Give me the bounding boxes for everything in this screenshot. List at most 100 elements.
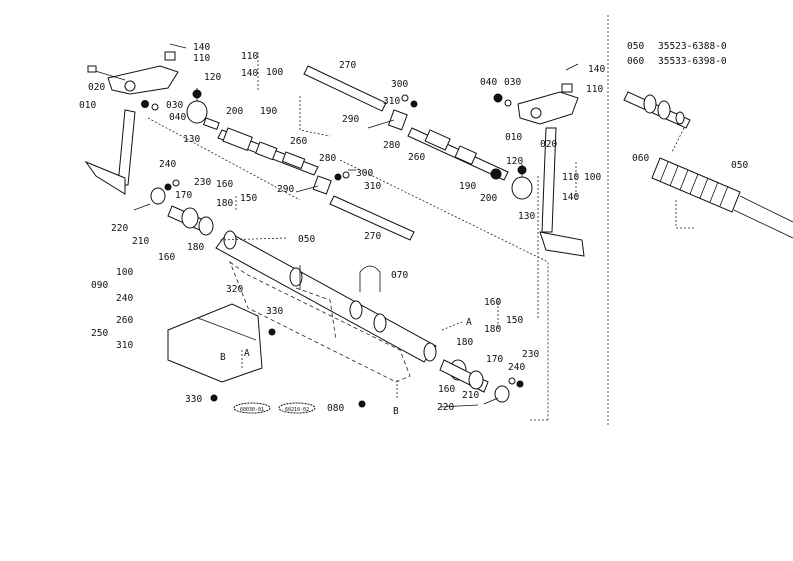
adjusting-rod-270-lower <box>329 195 415 241</box>
u-bolt-070 <box>359 265 381 292</box>
callout-090: 090 <box>91 280 108 291</box>
callout-180: 180 <box>484 324 501 335</box>
cylinder-guard-320 <box>167 303 366 408</box>
callout-250: 250 <box>91 328 108 339</box>
callout-A: A <box>244 348 250 359</box>
callout-130: 130 <box>518 211 535 222</box>
callout-050: 050 <box>298 234 315 245</box>
right-cylinder-end <box>439 359 524 405</box>
callout-130: 130 <box>183 134 200 145</box>
callout-180: 180 <box>456 337 473 348</box>
callout-B: B <box>393 406 399 417</box>
left-cylinder-end <box>133 179 214 236</box>
clamp-280-right <box>367 94 418 131</box>
callout-140: 140 <box>193 42 210 53</box>
callout-310: 310 <box>116 340 133 351</box>
legend-part-number: 35523-6388-0 <box>658 41 727 52</box>
callout-030: 030 <box>166 100 183 111</box>
inset-steering-boot <box>623 91 793 239</box>
callout-030: 030 <box>504 77 521 88</box>
callout-190: 190 <box>459 181 476 192</box>
callout-240: 240 <box>159 159 176 170</box>
callout-290: 290 <box>342 114 359 125</box>
callout-brackets <box>235 52 577 328</box>
callout-160: 160 <box>438 384 455 395</box>
legend-ref: 060 <box>627 56 644 67</box>
stamp-right-text: 60210-02 <box>285 407 309 413</box>
callout-240: 240 <box>116 293 133 304</box>
callout-300: 300 <box>356 168 373 179</box>
callout-040: 040 <box>169 112 186 123</box>
callout-270: 270 <box>339 60 356 71</box>
callout-070: 070 <box>391 270 408 281</box>
callout-170: 170 <box>486 354 503 365</box>
callout-110: 110 <box>562 172 579 183</box>
callout-100: 100 <box>116 267 133 278</box>
callout-labels: 140 110 110 140 100 020 120 010 030 040 … <box>79 42 748 417</box>
left-nut-030 <box>141 100 159 111</box>
callout-100: 100 <box>584 172 601 183</box>
right-knuckle-arm <box>493 63 585 257</box>
callout-160: 160 <box>484 297 501 308</box>
stamp-left-text: 60030-01 <box>240 407 264 413</box>
callout-300: 300 <box>391 79 408 90</box>
left-tie-rod-end <box>186 88 220 131</box>
callout-240: 240 <box>508 362 525 373</box>
callout-230: 230 <box>194 177 211 188</box>
callout-150: 150 <box>506 315 523 326</box>
callout-260: 260 <box>290 136 307 147</box>
callout-010: 010 <box>79 100 96 111</box>
callout-140: 140 <box>562 192 579 203</box>
callout-B: B <box>220 352 226 363</box>
callout-040: 040 <box>480 77 497 88</box>
callout-220: 220 <box>111 223 128 234</box>
clamp-280-left <box>295 171 350 195</box>
callout-200: 200 <box>480 193 497 204</box>
callout-020: 020 <box>540 139 557 150</box>
callout-050: 050 <box>731 160 748 171</box>
callout-100: 100 <box>266 67 283 78</box>
callout-280: 280 <box>383 140 400 151</box>
callout-200: 200 <box>226 106 243 117</box>
right-tie-rod-end <box>511 164 533 200</box>
callout-160: 160 <box>158 252 175 263</box>
callout-210: 210 <box>462 390 479 401</box>
left-knuckle-arm <box>84 65 179 195</box>
callout-060: 060 <box>632 153 649 164</box>
callout-260: 260 <box>408 152 425 163</box>
callout-290: 290 <box>277 184 294 195</box>
leader-lines <box>147 96 549 421</box>
callout-180: 180 <box>187 242 204 253</box>
legend-ref: 050 <box>627 41 644 52</box>
callout-280: 280 <box>319 153 336 164</box>
callout-220: 220 <box>437 402 454 413</box>
stamp-left: 60030-01 <box>233 402 271 414</box>
callout-110: 110 <box>193 53 210 64</box>
callout-140: 140 <box>588 64 605 75</box>
callout-170: 170 <box>175 190 192 201</box>
callout-120: 120 <box>204 72 221 83</box>
upper-tie-rod <box>217 127 319 176</box>
callout-110: 110 <box>586 84 603 95</box>
callout-210: 210 <box>132 236 149 247</box>
part-number-legend: 050 35523-6388-0 060 35533-6398-0 <box>627 41 727 67</box>
callout-260: 260 <box>116 315 133 326</box>
callout-140: 140 <box>241 68 258 79</box>
axle-bracket-dashed <box>229 260 411 383</box>
stamp-right: 60210-02 <box>278 402 316 414</box>
callout-010: 010 <box>505 132 522 143</box>
callout-330: 330 <box>185 394 202 405</box>
callout-320: 320 <box>226 284 243 295</box>
callout-330: 330 <box>266 306 283 317</box>
callout-120: 120 <box>506 156 523 167</box>
callout-180: 180 <box>216 198 233 209</box>
callout-160: 160 <box>216 179 233 190</box>
callout-190: 190 <box>260 106 277 117</box>
callout-080: 080 <box>327 403 344 414</box>
callout-020: 020 <box>88 82 105 93</box>
callout-310: 310 <box>364 181 381 192</box>
callout-270: 270 <box>364 231 381 242</box>
callout-110: 110 <box>241 51 258 62</box>
